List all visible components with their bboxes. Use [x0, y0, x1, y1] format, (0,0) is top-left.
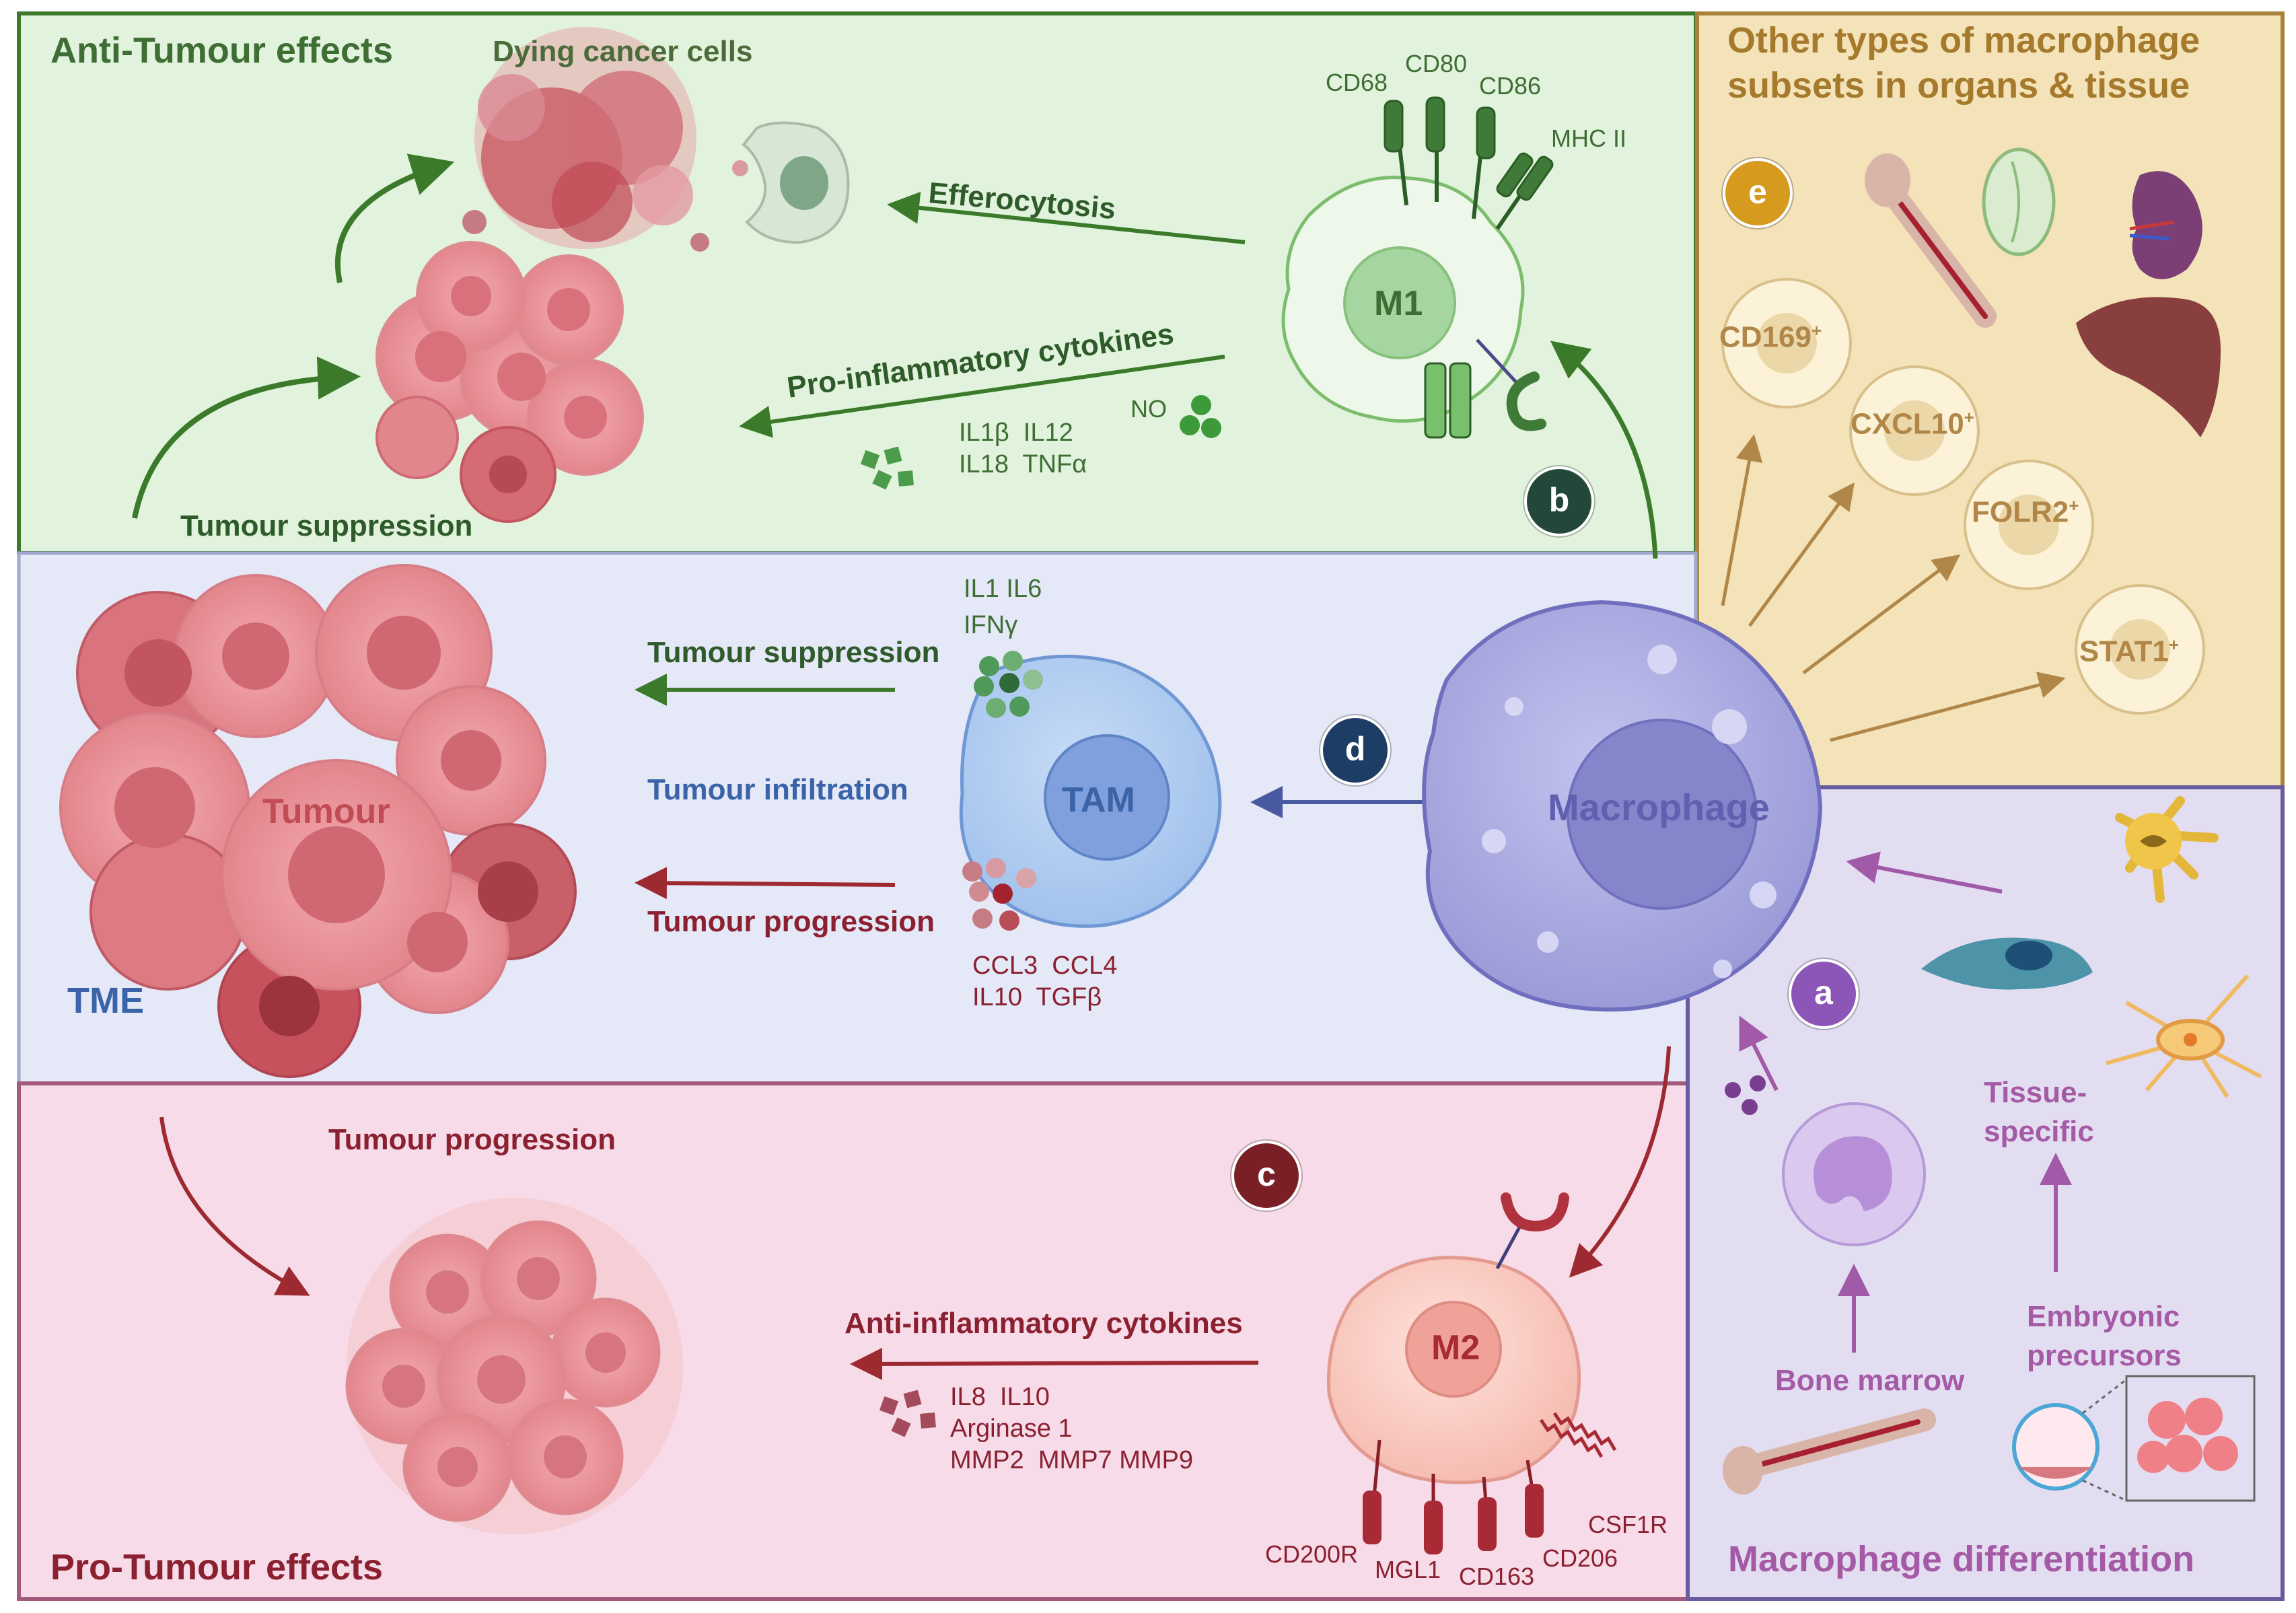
- neuron-like-cell-icon: [2106, 974, 2262, 1098]
- anti-cytokine-line-2: IL18 TNFα: [959, 450, 1087, 478]
- superscript-plus: +: [1964, 407, 1974, 427]
- embryonic-line-1: Embryonic: [2027, 1300, 2180, 1333]
- macrophage-cell: [1422, 600, 1823, 1012]
- embryo-icon: [2012, 1375, 2256, 1502]
- bone-icon-subsets: [1865, 153, 1997, 328]
- m1-cell: [1281, 96, 1554, 439]
- cytokine-particles-anti: [860, 446, 914, 490]
- marker-mgl1: MGL1: [1375, 1556, 1441, 1583]
- marker-mhc-ii: MHC II: [1551, 124, 1626, 152]
- cytokine-particles-tam-top: [974, 651, 1043, 718]
- bone-marrow-icon: [1723, 1408, 1936, 1495]
- m1-label: M1: [1374, 284, 1423, 323]
- subset-cxcl10-label: CXCL10+: [1851, 408, 1974, 439]
- marker-cd200r: CD200R: [1265, 1540, 1359, 1568]
- embryonic-line-2: precursors: [2027, 1339, 2182, 1372]
- tme-tumour-mass: [59, 564, 577, 1078]
- subset-cd169-text: CD169: [1719, 320, 1811, 354]
- tam-cell: [959, 654, 1222, 928]
- cytokine-particles-tam-bottom: [962, 858, 1036, 931]
- m2-label: M2: [1431, 1328, 1480, 1367]
- liver-icon: [2076, 297, 2221, 437]
- tme-suppression-label: Tumour suppression: [647, 636, 940, 669]
- monocyte-icon: [1782, 1102, 1926, 1246]
- m2-cell: [1326, 1192, 1617, 1554]
- subset-stat1-text: STAT1: [2079, 635, 2169, 668]
- macrophage-label: Macrophage: [1548, 786, 1770, 828]
- tam-top-cytokine-line-2: IFNγ: [964, 611, 1018, 639]
- differentiation-title: Macrophage differentiation: [1728, 1539, 2195, 1579]
- subset-cells: [1721, 278, 2205, 715]
- other-subsets-title-line-2: subsets in organs & tissue: [1727, 65, 2190, 106]
- monocyte-particles: [1725, 1075, 1766, 1115]
- tissue-specific-line-2: specific: [1984, 1115, 2094, 1148]
- arrow-diff-to-macrophage: [1846, 851, 2003, 894]
- efferocytosing-phagocyte: [742, 121, 850, 244]
- anti-tumour-title: Anti-Tumour effects: [50, 30, 393, 71]
- badge-c: c: [1231, 1141, 1301, 1211]
- arrow-monocyte-to-macrophage: [1739, 1015, 1779, 1091]
- tam-bottom-cytokine-line-1: CCL3 CCL4: [972, 952, 1118, 980]
- arrow-tam-progression: [635, 867, 896, 900]
- superscript-plus: +: [2069, 495, 2079, 515]
- marker-cd86: CD86: [1479, 72, 1542, 100]
- tam-label: TAM: [1062, 781, 1135, 820]
- tme-progression-label: Tumour progression: [647, 905, 935, 938]
- tam-bottom-cytokine-line-2: IL10 TGFβ: [972, 983, 1102, 1011]
- arrow-efferocytosis: [887, 191, 1246, 244]
- arrow-macrophage-to-m1: [1550, 340, 1658, 559]
- marker-cd68: CD68: [1326, 69, 1388, 96]
- no-label: NO: [1131, 395, 1167, 423]
- pro-tumour-cluster: [345, 1198, 683, 1534]
- kupffer-cell-icon: [1921, 937, 2093, 990]
- tissue-specific-line-1: Tissue-: [1984, 1076, 2087, 1109]
- arrow-suppression-curve-1: [132, 356, 361, 519]
- dying-cancer-cells-label: Dying cancer cells: [493, 35, 753, 68]
- microglia-icon: [2115, 796, 2219, 903]
- pro-progression-label: Tumour progression: [328, 1123, 616, 1156]
- kidney-icon: [2129, 171, 2202, 279]
- pro-tumour-title: Pro-Tumour effects: [50, 1547, 384, 1587]
- bone-marrow-label: Bone marrow: [1775, 1364, 1965, 1397]
- dying-cancer-cells: [462, 27, 748, 252]
- arrow-anti-inflammatory: [850, 1347, 1259, 1380]
- anti-inflammatory-label: Anti-inflammatory cytokines: [845, 1307, 1243, 1340]
- tme-label: TME: [67, 980, 144, 1021]
- tumour-suppression-anti-label: Tumour suppression: [180, 509, 473, 542]
- marker-cd163: CD163: [1459, 1563, 1535, 1590]
- subset-arrows: [1721, 434, 2066, 742]
- badge-e: e: [1723, 158, 1793, 228]
- anti-cytokine-line-1: IL1β IL12: [959, 419, 1073, 447]
- marker-csf1r: CSF1R: [1588, 1511, 1668, 1538]
- subset-cd169-label: CD169+: [1719, 322, 1822, 353]
- subset-cxcl10-text: CXCL10: [1851, 407, 1964, 441]
- tam-top-cytokine-line-1: IL1 IL6: [964, 575, 1042, 603]
- marker-cd80: CD80: [1405, 50, 1468, 77]
- subset-stat1-label: STAT1+: [2079, 636, 2179, 667]
- tumour-label: Tumour: [262, 792, 390, 831]
- arrow-progression-curve: [159, 1116, 310, 1296]
- other-subsets-title-line-1: Other types of macrophage: [1727, 20, 2200, 61]
- arrow-macrophage-to-m2: [1569, 1046, 1671, 1278]
- pro-cytokine-line-2: Arginase 1: [950, 1414, 1073, 1443]
- cytokine-particles-pro: [879, 1390, 936, 1437]
- pro-cytokine-line-1: IL8 IL10: [950, 1383, 1050, 1411]
- badge-a: a: [1789, 959, 1859, 1029]
- superscript-plus: +: [1811, 320, 1822, 340]
- superscript-plus: +: [2168, 635, 2180, 655]
- tumour-cell-cluster-anti: [375, 241, 644, 523]
- badge-d: d: [1320, 715, 1390, 785]
- subset-folr2-text: FOLR2: [1972, 495, 2069, 529]
- tme-infiltration-label: Tumour infiltration: [647, 773, 908, 806]
- lymph-node-icon: [1982, 147, 2056, 256]
- marker-cd206: CD206: [1542, 1544, 1618, 1572]
- subset-folr2-label: FOLR2+: [1972, 497, 2079, 528]
- arrow-pro-inflammatory: [739, 355, 1225, 438]
- arrow-suppression-curve-2: [334, 153, 455, 283]
- no-particles: [1180, 395, 1221, 438]
- pro-cytokine-line-3: MMP2 MMP7 MMP9: [950, 1446, 1194, 1474]
- badge-b: b: [1524, 466, 1594, 536]
